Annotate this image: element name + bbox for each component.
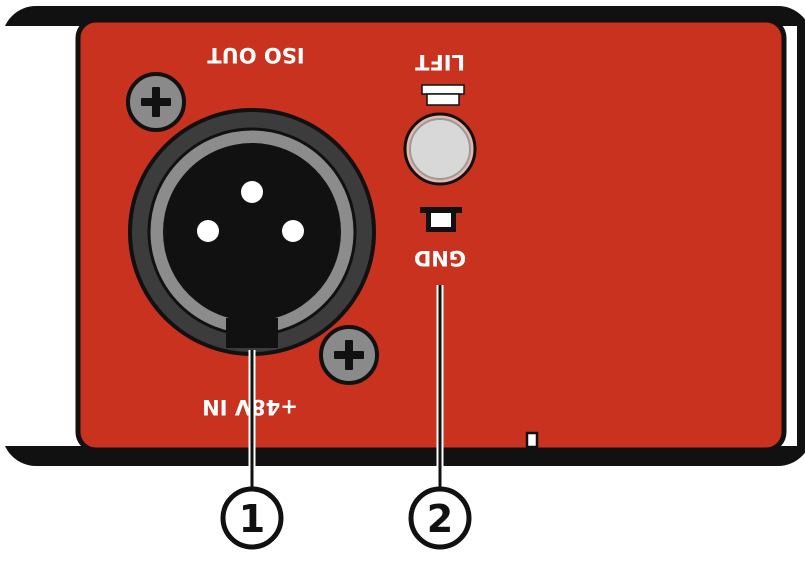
panel-notch xyxy=(525,431,539,449)
lift-label: LIFT xyxy=(414,50,465,74)
callout-2-badge: 2 xyxy=(408,486,472,550)
callout-2-number: 2 xyxy=(427,497,453,541)
xlr-pin xyxy=(241,181,263,203)
screw-icon xyxy=(126,72,186,132)
gnd-label: GND xyxy=(414,246,466,270)
ground-lift-switch[interactable] xyxy=(403,112,477,186)
xlr-connector[interactable] xyxy=(128,108,376,356)
xlr-pin xyxy=(282,220,304,242)
iso-out-label: ISO OUT xyxy=(207,43,305,67)
screw-icon xyxy=(319,325,379,385)
xlr-pin xyxy=(197,220,219,242)
callout-1-badge: 1 xyxy=(220,486,284,550)
lift-symbol-icon xyxy=(421,84,465,106)
callout-1-number: 1 xyxy=(239,497,265,541)
ground-symbol-icon xyxy=(420,207,462,232)
